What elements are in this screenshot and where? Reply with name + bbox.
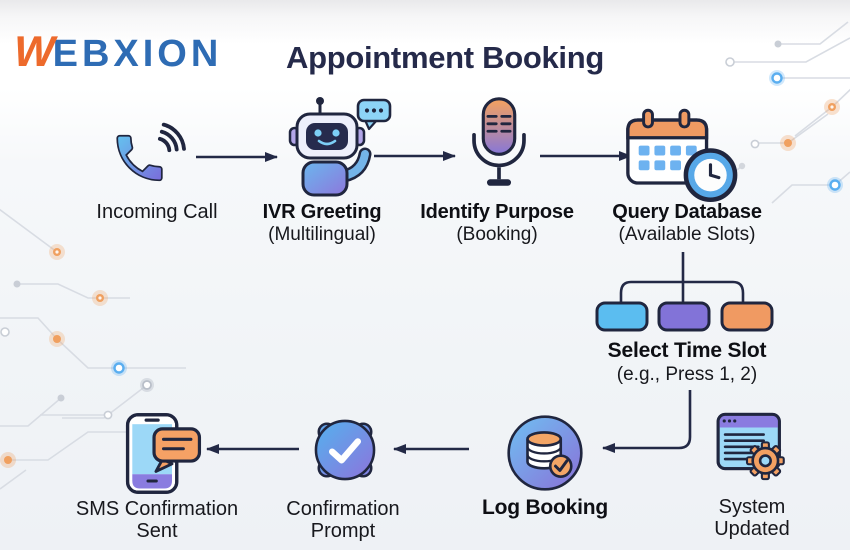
smartphone-message-icon xyxy=(125,413,202,494)
database-check-icon xyxy=(507,415,583,491)
time-slot-option-1 xyxy=(595,301,649,332)
time-slot-options xyxy=(595,301,774,332)
time-slot-option-3 xyxy=(720,301,774,332)
browser-gear-icon xyxy=(716,412,785,481)
label-select-subtitle: (e.g., Press 1, 2) xyxy=(616,364,758,385)
chat-bubble-icon xyxy=(152,427,202,473)
phone-icon xyxy=(116,122,186,182)
label-log-booking: Log Booking xyxy=(481,496,609,519)
logo-name: EBXION xyxy=(52,33,223,75)
webxion-logo: WEBXION xyxy=(9,28,223,77)
label-ivr-subtitle: (Multilingual) xyxy=(268,224,376,245)
time-slot-option-2 xyxy=(657,301,711,332)
label-select-time-slot: Select Time Slot xyxy=(607,339,767,362)
page-title: Appointment Booking xyxy=(285,40,605,75)
label-identify-purpose: Identify Purpose xyxy=(420,201,574,223)
speech-bubble-icon xyxy=(356,98,392,131)
label-sms-line1: SMS Confirmation xyxy=(75,498,239,520)
logo-mark: W xyxy=(9,28,58,76)
arrow-slots-to-log xyxy=(602,390,692,453)
label-sms-line2: Sent xyxy=(136,520,178,542)
label-system-line2: Updated xyxy=(714,518,790,540)
robot-icon xyxy=(288,97,392,197)
clock-icon xyxy=(683,148,738,202)
label-identify-subtitle: (Booking) xyxy=(456,224,538,245)
label-confirmation-line1: Confirmation xyxy=(286,498,400,520)
verified-badge-icon xyxy=(314,419,376,481)
label-query-database: Query Database xyxy=(612,201,762,223)
calendar-clock-icon xyxy=(626,108,738,202)
label-system-line1: System xyxy=(718,496,786,518)
label-confirmation-line2: Prompt xyxy=(310,520,376,542)
slot-bracket xyxy=(619,280,745,305)
microphone-icon xyxy=(472,97,526,186)
gear-icon xyxy=(745,441,785,481)
label-query-subtitle: (Available Slots) xyxy=(618,224,756,245)
label-ivr-greeting: IVR Greeting xyxy=(262,201,382,223)
circuit-nodes xyxy=(0,40,843,468)
label-incoming-call: Incoming Call xyxy=(96,201,218,223)
